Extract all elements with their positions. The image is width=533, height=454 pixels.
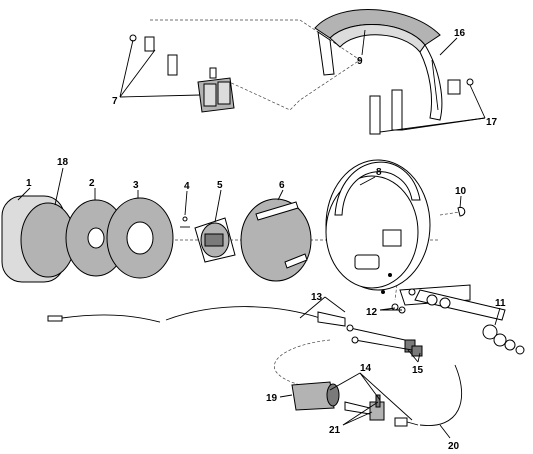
ear-cup-shell [325, 159, 431, 294]
callout-18: 18 [57, 157, 69, 168]
callout-13: 13 [311, 292, 323, 303]
callout-7: 7 [112, 96, 118, 107]
callout-11: 11 [495, 298, 506, 309]
clip-10 [457, 206, 466, 217]
callout-19: 19 [266, 393, 278, 404]
callout-4: 4 [184, 181, 190, 192]
callout-8: 8 [376, 167, 382, 178]
callout-16: 16 [454, 28, 466, 39]
bracket-set-17 [369, 78, 474, 135]
headset-cord [47, 306, 346, 327]
headband-assembly [314, 9, 443, 121]
callout-17: 17 [486, 117, 498, 128]
clip-set-7 [129, 34, 235, 113]
callout-2: 2 [89, 178, 95, 189]
callout-5: 5 [217, 180, 223, 191]
mic-cable-assembly [291, 324, 463, 427]
speaker-parts [180, 198, 312, 282]
callout-1: 1 [26, 178, 32, 189]
callout-20: 20 [448, 441, 460, 452]
callout-14: 14 [360, 363, 372, 374]
callout-15: 15 [412, 365, 424, 376]
callout-labels: 1 2 3 4 5 6 7 8 9 10 11 12 13 14 15 16 1… [26, 28, 506, 452]
leader-lines [17, 29, 501, 439]
callout-21: 21 [329, 425, 341, 436]
callout-6: 6 [279, 180, 285, 191]
callout-12: 12 [366, 307, 378, 318]
callout-3: 3 [133, 180, 139, 191]
ear-seal-stack [1, 195, 174, 283]
callout-10: 10 [455, 186, 467, 197]
mic-boom-hardware [391, 284, 525, 355]
callout-9: 9 [357, 56, 363, 67]
